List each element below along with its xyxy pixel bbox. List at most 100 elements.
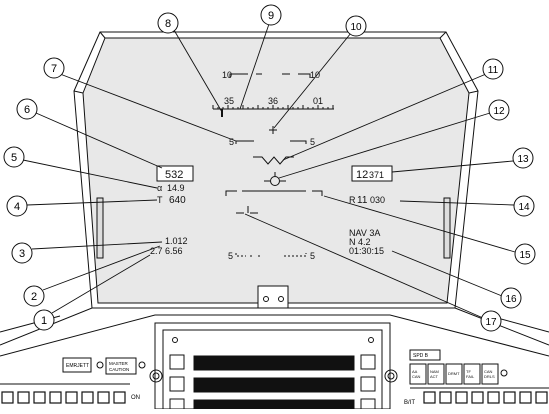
svg-text:CAN: CAN: [412, 374, 421, 379]
callout-10: 10: [345, 15, 367, 37]
callout-2: 2: [23, 285, 45, 307]
panel-button[interactable]: [65, 391, 78, 404]
callout-9: 9: [260, 4, 282, 26]
cockpit-frame: [0, 31, 549, 410]
panel-button[interactable]: [81, 391, 94, 404]
flight-path-marker: [270, 176, 280, 186]
waterline-symbol: [253, 156, 294, 165]
pitch-mid-right-label: 5: [310, 137, 315, 147]
svg-text:AA: AA: [412, 369, 418, 374]
bit-label: B/IT: [404, 400, 415, 406]
callout-3: 3: [11, 242, 33, 264]
bottom-left-buttons: [1, 391, 126, 404]
pitch-upper-right-label: 10: [310, 70, 320, 80]
hud-text: 10 10 35 36 01 5 5 532 α 14.9 T 640 1.01…: [150, 70, 385, 261]
panel-button[interactable]: [487, 391, 500, 404]
svg-text:13: 13: [517, 154, 529, 165]
panel-button[interactable]: [439, 391, 452, 404]
pitch-mid-left-label: 5: [229, 137, 234, 147]
panel-button[interactable]: [535, 391, 548, 404]
callout-5: 5: [3, 146, 25, 168]
nav-time: 01:30:15: [349, 246, 384, 256]
panel-button[interactable]: [97, 391, 110, 404]
airspeed-value: 532: [165, 169, 183, 181]
svg-text:ACT: ACT: [430, 374, 439, 379]
svg-text:4: 4: [14, 201, 20, 213]
svg-text:14: 14: [518, 202, 530, 213]
thrust-value: 640: [169, 195, 186, 206]
svg-text:CAN: CAN: [484, 369, 493, 374]
horizon-bar: [225, 190, 323, 196]
svg-text:1: 1: [41, 315, 47, 327]
callout-6: 6: [16, 98, 38, 120]
svg-text:12: 12: [493, 106, 505, 117]
nav-distance: N 4.2: [349, 237, 371, 247]
svg-text:5: 5: [11, 152, 17, 164]
svg-text:7: 7: [51, 63, 57, 75]
alpha-symbol: α: [157, 183, 162, 193]
airspeed-box: [156, 165, 194, 182]
callout-16: 16: [500, 287, 522, 309]
panel-button[interactable]: [455, 391, 468, 404]
pitch-low-right-label: 5: [310, 251, 315, 261]
svg-text:DRLS: DRLS: [484, 374, 495, 379]
g-readout: 2.7 6.56: [150, 246, 183, 256]
altitude-main: 12: [356, 169, 368, 181]
svg-text:6: 6: [24, 104, 30, 116]
panel-button[interactable]: [471, 391, 484, 404]
pitch-ladder-upper-right: [282, 73, 311, 78]
panel-button[interactable]: [49, 391, 62, 404]
panel-button[interactable]: [1, 391, 14, 404]
alpha-value: 14.9: [167, 183, 185, 193]
panel-button[interactable]: [503, 391, 516, 404]
callouts: 1 2 3 4 5 6 7 8 9 10 11 12 13 14 15 16 1…: [3, 4, 536, 332]
panel-button[interactable]: [519, 391, 532, 404]
altitude-box: [351, 165, 393, 182]
nav-mode: NAV 3A: [349, 228, 380, 238]
heading-center-label: 36: [268, 96, 278, 106]
panel-button[interactable]: [17, 391, 30, 404]
mach-readout: 1.012: [165, 236, 188, 246]
svg-text:8: 8: [165, 18, 171, 30]
heading-left-label: 35: [224, 96, 234, 106]
pitch-ladder-mid-right: [290, 140, 307, 144]
callout-17: 17: [480, 310, 502, 332]
radar-alt-prefix: R: [349, 195, 356, 205]
pitch-ladder-low-left: [235, 253, 262, 257]
thrust-symbol: T: [157, 195, 163, 205]
callout-11: 11: [482, 58, 504, 80]
right-button-labels: AA CAN NAM ACT DRMT TF FAIL CAN DRLS: [412, 369, 495, 379]
svg-text:3: 3: [19, 248, 25, 260]
svg-text:2: 2: [31, 291, 37, 303]
callout-leaders: [22, 23, 516, 319]
callout-7: 7: [43, 57, 65, 79]
panel-button[interactable]: [113, 391, 126, 404]
pitch-ladder-low-right: [284, 253, 307, 257]
callout-1: 1: [33, 309, 55, 331]
panel-button[interactable]: [33, 391, 46, 404]
boresight-cross: [269, 126, 277, 134]
svg-text:TF: TF: [466, 369, 471, 374]
panel-button[interactable]: [423, 391, 436, 404]
spd-label: SPD B: [413, 353, 429, 359]
on-label: ON: [131, 395, 140, 401]
svg-text:FAIL: FAIL: [466, 374, 475, 379]
svg-text:15: 15: [519, 250, 531, 261]
svg-text:17: 17: [485, 317, 497, 328]
radar-alt-main: 11: [357, 195, 368, 206]
callout-15: 15: [514, 243, 536, 265]
callout-14: 14: [513, 195, 535, 217]
pitch-upper-left-label: 10: [222, 70, 232, 80]
pitch-low-left-label: 5: [228, 251, 233, 261]
pitch-ladder-upper-left: [229, 73, 262, 78]
hud-symbology: [156, 73, 393, 257]
svg-text:9: 9: [268, 10, 274, 22]
radar-alt-sub: 030: [370, 195, 385, 205]
aircraft-reference: [236, 206, 258, 214]
master-caution-label-1: MASTER: [109, 361, 129, 366]
callout-13: 13: [512, 147, 534, 169]
altitude-sub: 371: [369, 170, 384, 180]
svg-text:DRMT: DRMT: [448, 371, 460, 376]
